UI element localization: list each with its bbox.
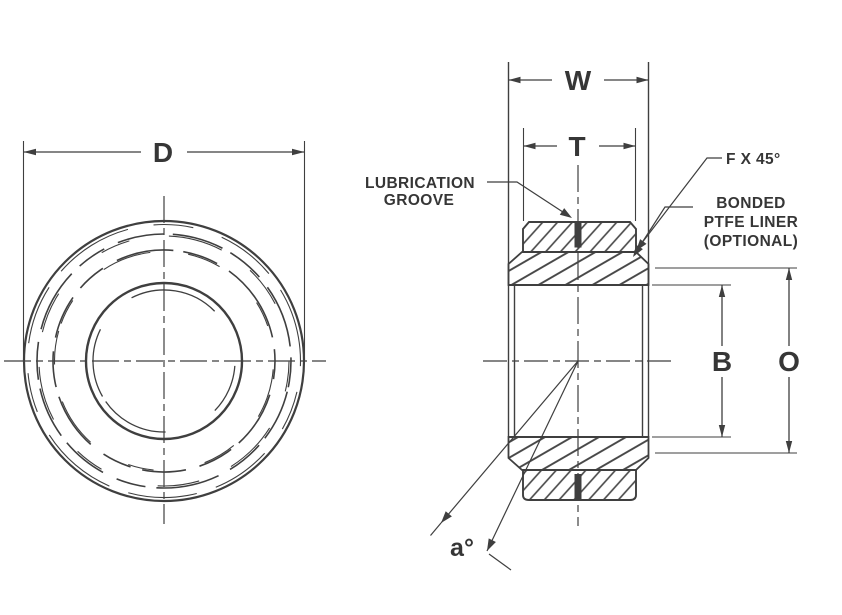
chamfer-label: F X 45° xyxy=(726,151,781,168)
b-label: B xyxy=(712,346,732,377)
bore-chamfer-circle xyxy=(92,289,236,433)
angle-dimension xyxy=(430,360,579,571)
o-arrow-top xyxy=(785,268,793,280)
ball-edge-sketch-circle xyxy=(53,250,275,472)
angle-line-left xyxy=(440,360,579,524)
ring-inner-edge-circle xyxy=(36,233,292,489)
ptfe-liner-label-line2: PTFE LINER xyxy=(704,214,798,231)
lubrication-groove-label-line2: GROOVE xyxy=(384,192,454,209)
lubrication-groove-slot-top xyxy=(574,222,582,248)
lubrication-groove-slot-bottom xyxy=(574,474,582,500)
b-arrow-top xyxy=(718,285,726,297)
ring-inner-edge-sketch-circle xyxy=(38,235,290,487)
o-dimension xyxy=(655,267,797,454)
angle-arrow-left xyxy=(441,511,452,523)
o-arrow-bottom xyxy=(785,441,793,453)
ptfe-liner-leader-arrow xyxy=(633,244,643,257)
ptfe-liner-label-line3: (OPTIONAL) xyxy=(704,233,798,250)
chamfer-leader-line xyxy=(637,157,722,249)
angle-line-left-tail xyxy=(430,522,442,536)
lubrication-groove-label-line1: LUBRICATION xyxy=(365,175,475,192)
angle-label: a° xyxy=(450,534,474,562)
angle-line-right xyxy=(486,360,579,552)
angle-arrow-right xyxy=(487,538,496,551)
text-root: D W T B O a° LUBRICATION GROOVE F X 45° … xyxy=(153,65,800,562)
w-label: W xyxy=(565,65,592,96)
t-label: T xyxy=(568,131,585,162)
ptfe-liner-label-line1: BONDED xyxy=(716,195,786,212)
angle-line-right-tail xyxy=(488,553,512,571)
front-view xyxy=(4,141,326,524)
outer-ring-sketch-circle xyxy=(26,223,302,499)
linework-root xyxy=(4,62,797,571)
ball-edge-circle xyxy=(52,249,276,473)
section-view xyxy=(430,62,797,571)
bore-circle xyxy=(84,281,244,441)
d-dimension xyxy=(22,141,306,361)
lubrication-groove-leader-line xyxy=(487,181,570,217)
d-arrow-right xyxy=(292,148,305,156)
t-arrow-left xyxy=(523,142,536,150)
o-label: O xyxy=(778,346,800,377)
ptfe-liner-leader-line xyxy=(635,206,693,253)
b-dimension xyxy=(652,284,731,438)
w-dimension xyxy=(507,62,650,437)
lubrication-groove-leader xyxy=(487,181,572,218)
ball-bottom-section xyxy=(507,436,650,471)
lubrication-groove-leader-arrow xyxy=(559,208,572,218)
w-arrow-right xyxy=(636,76,649,84)
b-arrow-bottom xyxy=(718,425,726,437)
d-label: D xyxy=(153,137,173,168)
t-dimension xyxy=(522,128,637,221)
ball-top-section xyxy=(507,251,650,286)
w-arrow-left xyxy=(508,76,521,84)
t-arrow-right xyxy=(623,142,636,150)
ptfe-liner-leader xyxy=(633,206,693,257)
d-arrow-left xyxy=(23,148,36,156)
